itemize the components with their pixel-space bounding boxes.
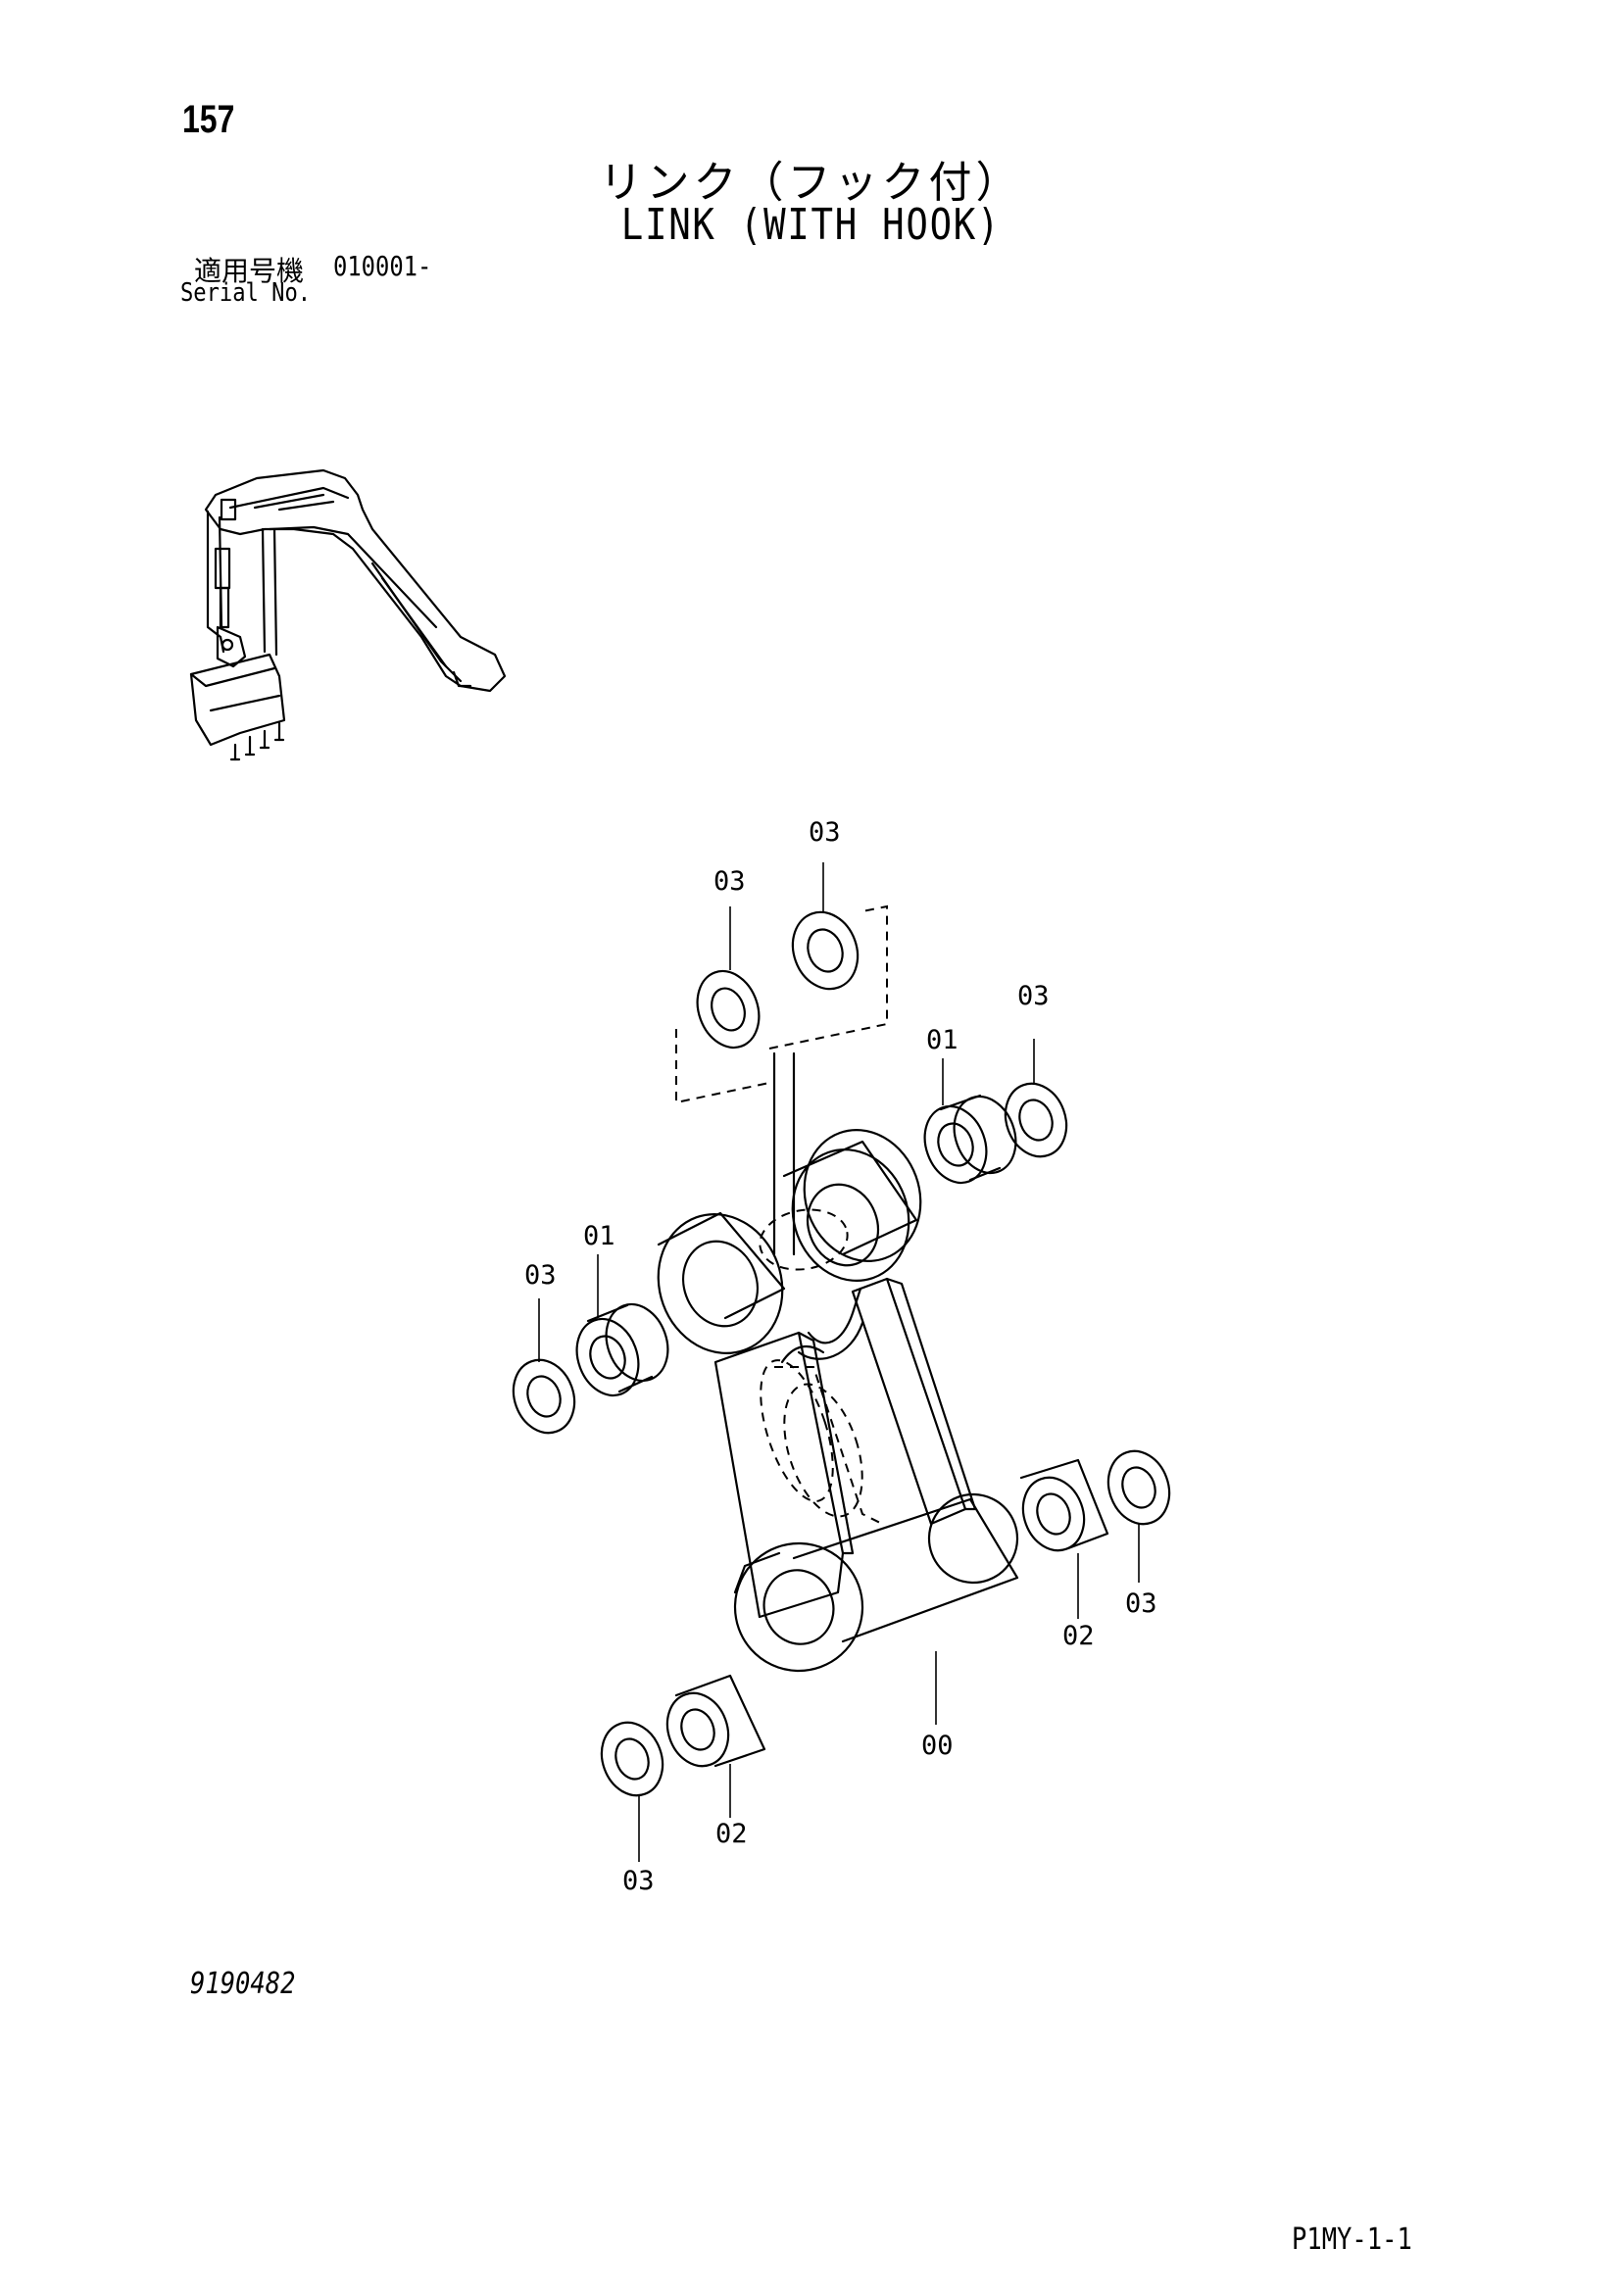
title-japanese: リンク（フック付） [599, 158, 1023, 208]
callout-03-d: 03 [524, 1260, 557, 1291]
excavator-arm-thumbnail [189, 468, 507, 761]
callout-02-b: 02 [715, 1819, 748, 1849]
page-number: 157 [182, 98, 235, 141]
callout-03-f: 03 [622, 1866, 655, 1896]
serial-label-english: Serial No. [180, 278, 312, 308]
page-code: P1MY-1-1 [1292, 2223, 1412, 2257]
callout-01-a: 01 [926, 1025, 958, 1055]
callout-01-b: 01 [583, 1221, 615, 1251]
callout-03-e: 03 [1125, 1588, 1157, 1619]
link-assembly [512, 862, 1171, 1862]
callout-02-a: 02 [1062, 1621, 1095, 1651]
callout-03-c: 03 [1017, 981, 1050, 1011]
callout-03-a: 03 [809, 817, 841, 848]
serial-number-value: 010001- [333, 250, 432, 282]
callout-03-b: 03 [713, 866, 746, 897]
callout-00: 00 [921, 1731, 954, 1761]
drawing-number: 9190482 [190, 1967, 296, 2001]
title-english: LINK (WITH HOOK) [620, 200, 1002, 250]
serial-label-japanese: 適用号機 [194, 255, 305, 287]
